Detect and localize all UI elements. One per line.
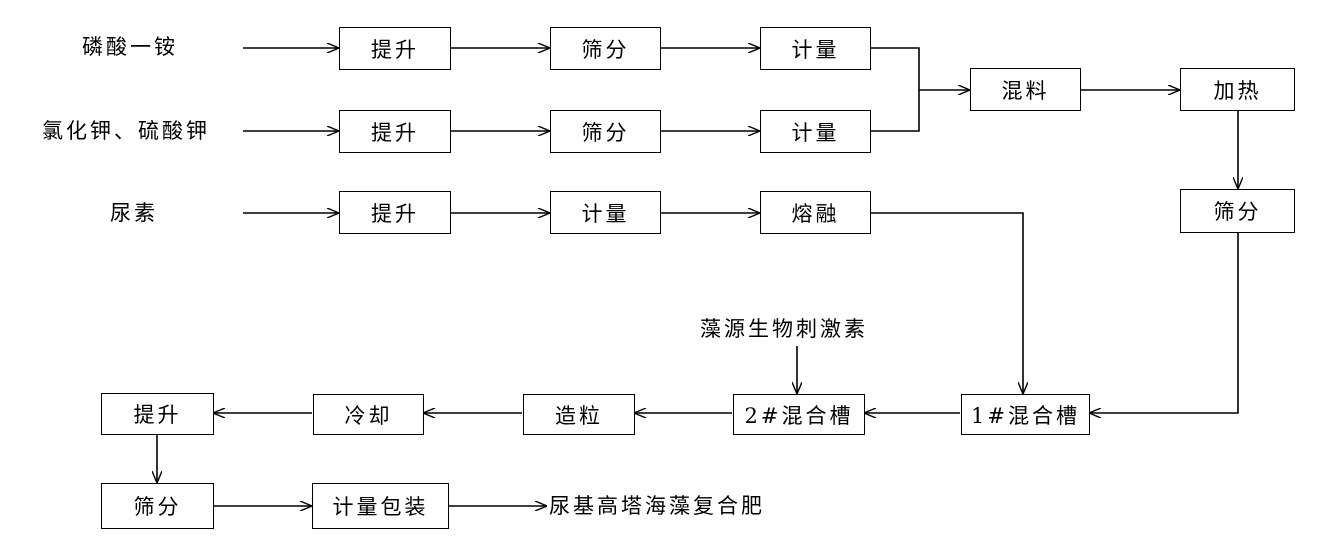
step-cool: 冷却	[313, 394, 424, 435]
step-meter-pack: 计量包装	[312, 483, 449, 529]
step-mix: 混料	[970, 68, 1081, 111]
step-heat: 加热	[1180, 68, 1295, 111]
step-screen-hot: 筛分	[1180, 189, 1295, 233]
step-meter-row1: 计量	[760, 27, 871, 70]
step-screen-row5: 筛分	[101, 483, 214, 529]
step-melt: 熔融	[760, 191, 871, 234]
step-screen-row1: 筛分	[550, 27, 661, 70]
step-mix-tank-1: 1#混合槽	[961, 394, 1090, 435]
step-lift-row4: 提升	[101, 393, 214, 435]
product-label: 尿基高塔海藻复合肥	[549, 494, 765, 518]
arrow-melt-to-tank1	[871, 212, 1023, 393]
step-granulate: 造粒	[523, 394, 635, 435]
step-lift-row3: 提升	[339, 191, 451, 234]
step-lift-row1: 提升	[339, 27, 451, 70]
step-meter-row3: 计量	[550, 191, 661, 234]
input-label-urea: 尿素	[110, 201, 158, 225]
step-meter-row2: 计量	[760, 110, 871, 153]
step-lift-row2: 提升	[339, 110, 451, 153]
input-label-potassium-salts: 氯化钾、硫酸钾	[42, 119, 210, 143]
step-mix-tank-2: 2#混合槽	[733, 394, 865, 435]
arrow-screen-to-tank1	[1090, 232, 1239, 413]
input-label-algae-stimulant: 藻源生物刺激素	[700, 317, 868, 341]
connector-meter1-to-merge	[871, 47, 920, 132]
step-screen-row2: 筛分	[550, 110, 661, 153]
input-label-monoammonium-phosphate: 磷酸一铵	[82, 35, 178, 59]
